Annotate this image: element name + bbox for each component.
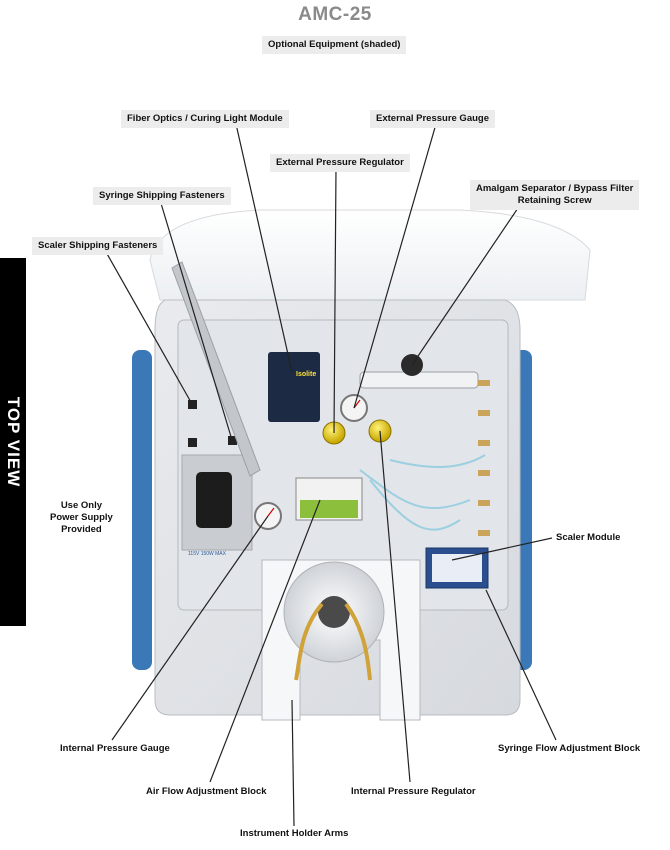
callout-syringe-shipping-fasteners: Syringe Shipping Fasteners <box>93 187 231 205</box>
callout-amalgam-separator: Amalgam Separator / Bypass Filter Retain… <box>470 180 640 210</box>
scaler-fastener-2 <box>188 438 197 447</box>
callout-power-supply: Use Only Power Supply Provided <box>44 497 119 539</box>
callout-power-line-3: Provided <box>61 524 102 535</box>
hose-bundle <box>294 602 372 681</box>
callout-amalgam-line-2: Retaining Screw <box>517 195 592 206</box>
syringe-flow-fittings <box>478 380 490 536</box>
leader-scaler-shipping <box>105 251 193 405</box>
leader-air-flow <box>209 499 321 783</box>
power-supply <box>196 472 232 528</box>
callout-fiber-optics: Fiber Optics / Curing Light Module <box>121 110 289 128</box>
tubing <box>359 454 486 531</box>
optional-equipment-caption: Optional Equipment (shaded) <box>262 36 407 54</box>
power-supply-rating: 115V 150W MAX <box>188 551 227 557</box>
leader-syringe-flow <box>485 589 557 741</box>
curing-light-brand: Isolite <box>296 371 316 378</box>
leader-internal-gauge <box>111 515 269 741</box>
callout-external-pressure-regulator: External Pressure Regulator <box>270 154 410 172</box>
callout-power-line-1: Use Only <box>60 500 102 511</box>
callout-scaler-shipping-fasteners: Scaler Shipping Fasteners <box>32 237 164 255</box>
curing-light-module <box>268 352 320 422</box>
left-handle <box>132 350 152 670</box>
callout-air-flow-block: Air Flow Adjustment Block <box>146 786 267 797</box>
leader-amalgam <box>411 204 521 366</box>
callout-amalgam-line-1: Amalgam Separator / Bypass Filter <box>476 183 634 194</box>
callout-internal-pressure-regulator: Internal Pressure Regulator <box>351 786 476 797</box>
top-view-tab: TOP VIEW <box>0 258 26 626</box>
callout-instrument-holder-arms: Instrument Holder Arms <box>240 828 349 839</box>
callout-external-pressure-gauge: External Pressure Gauge <box>370 110 495 128</box>
leader-external-regulator <box>333 167 337 434</box>
callout-scaler-module: Scaler Module <box>556 532 621 543</box>
scaler-fastener-1 <box>188 400 197 409</box>
callout-syringe-flow-block: Syringe Flow Adjustment Block <box>498 743 641 754</box>
leader-scaler-module <box>451 537 553 561</box>
callout-internal-pressure-gauge: Internal Pressure Gauge <box>60 743 170 754</box>
syringe-fastener <box>228 436 237 445</box>
page-title: AMC-25 <box>298 4 372 25</box>
leader-fiber-optics <box>235 123 293 373</box>
leader-external-gauge <box>353 123 437 409</box>
leader-internal-regulator <box>379 430 411 783</box>
leader-instrument-arms <box>291 699 295 827</box>
callout-power-line-2: Power Supply <box>50 512 113 523</box>
leader-syringe-shipping <box>159 199 233 441</box>
instrument-holder-hub <box>318 596 350 628</box>
